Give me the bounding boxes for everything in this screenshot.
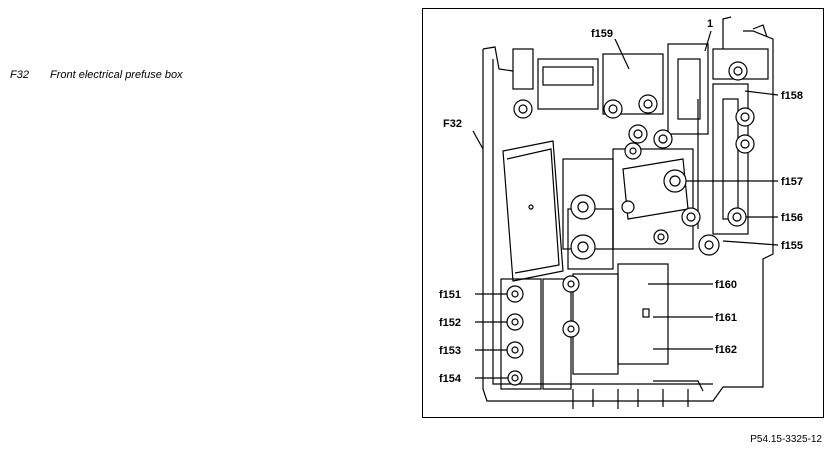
label-f32: F32 [443,118,462,130]
label-f160: f160 [715,279,737,291]
prefuse-box-drawing: F32 1 f159 f158 f157 f156 f155 f160 f161… [439,16,803,409]
label-f154: f154 [439,373,462,385]
label-f158: f158 [781,90,803,102]
legend-key: F32 [10,69,29,81]
label-1: 1 [707,18,713,30]
label-f159: f159 [591,28,613,40]
legend-description: Front electrical prefuse box [50,69,183,81]
label-f153: f153 [439,345,461,357]
label-f155: f155 [781,240,803,252]
label-f152: f152 [439,317,461,329]
figure-reference: P54.15-3325-12 [750,434,822,445]
diagram-frame: F32 1 f159 f158 f157 f156 f155 f160 f161… [422,8,824,418]
label-f161: f161 [715,312,737,324]
label-f157: f157 [781,176,803,188]
label-f162: f162 [715,344,737,356]
label-f151: f151 [439,289,461,301]
relay-module [502,140,564,282]
label-f156: f156 [781,212,803,224]
housing-inner [492,59,713,385]
